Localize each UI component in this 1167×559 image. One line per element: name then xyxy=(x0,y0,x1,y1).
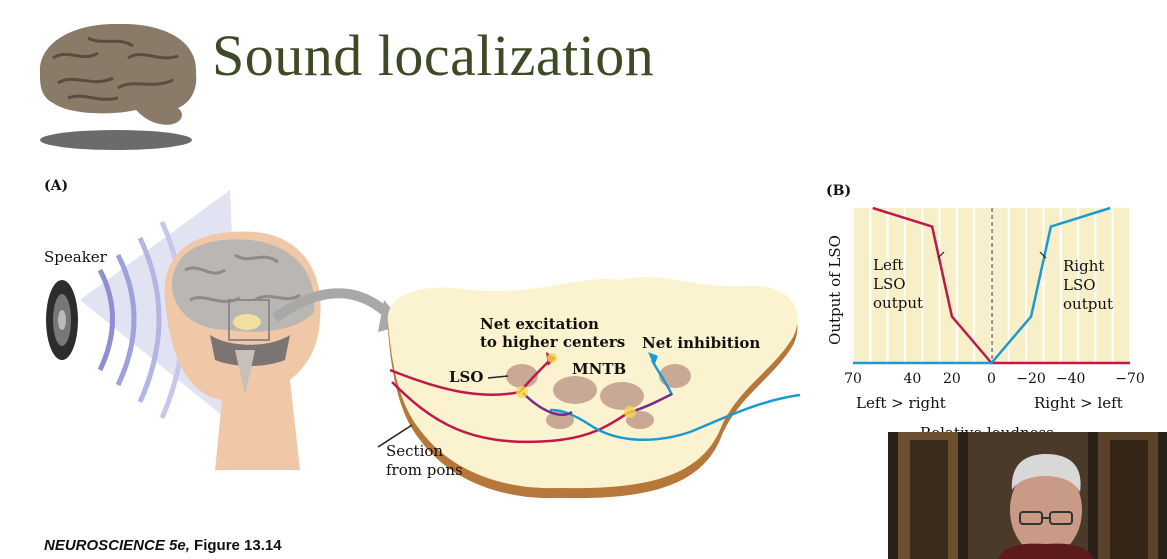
from-pons-label: from pons xyxy=(386,461,463,479)
sound-wave xyxy=(97,268,115,372)
left-lso-label-3: output xyxy=(873,294,924,312)
x-tick-label: 70 xyxy=(844,371,862,387)
x-tick-label: −20 xyxy=(1016,371,1046,387)
panel-a-label: (A) xyxy=(44,178,69,194)
right-lso-label-1: Right xyxy=(1063,257,1105,275)
presenter-video[interactable] xyxy=(888,432,1167,559)
right-gt-left-label: Right > left xyxy=(1034,394,1123,412)
left-lso-label-2: LSO xyxy=(873,275,906,293)
right-lso-label-3: output xyxy=(1063,295,1114,313)
x-tick-label: −70 xyxy=(1115,371,1145,387)
right-lso-label-2: LSO xyxy=(1063,276,1096,294)
net-excitation-label: Net excitation xyxy=(480,315,599,333)
lso-label: LSO xyxy=(449,368,484,386)
y-axis-label: Output of LSO xyxy=(826,235,844,345)
net-inhibition-label: Net inhibition xyxy=(642,334,761,352)
presenter-image xyxy=(888,432,1167,559)
caption-figure: Figure 13.14 xyxy=(194,537,282,554)
slide-title: Sound localization xyxy=(212,23,655,88)
pons-section xyxy=(387,277,801,499)
x-tick-label: −40 xyxy=(1056,371,1086,387)
head-illustration xyxy=(164,231,321,470)
sound-wave xyxy=(115,253,137,387)
right-lso-series xyxy=(853,206,1111,365)
to-higher-centers-label: to higher centers xyxy=(480,333,626,351)
left-gt-right-label: Left > right xyxy=(856,394,946,412)
x-tick-label: 20 xyxy=(943,371,961,387)
left-lso-label-1: Left xyxy=(873,256,904,274)
mntb-label: MNTB xyxy=(572,360,627,378)
sound-wave xyxy=(137,236,162,404)
x-tick-label: 40 xyxy=(903,371,921,387)
brain-logo-icon xyxy=(39,23,197,150)
speaker-icon xyxy=(46,280,78,360)
left-lso-series xyxy=(872,206,1130,365)
panel-b-label: (B) xyxy=(826,183,852,199)
section-label: Section xyxy=(386,442,444,460)
speaker-label: Speaker xyxy=(44,248,107,266)
caption-book: NEUROSCIENCE 5e, xyxy=(44,537,190,554)
x-tick-label: 0 xyxy=(987,371,996,387)
figure-caption: NEUROSCIENCE 5e, Figure 13.14 xyxy=(44,537,282,554)
